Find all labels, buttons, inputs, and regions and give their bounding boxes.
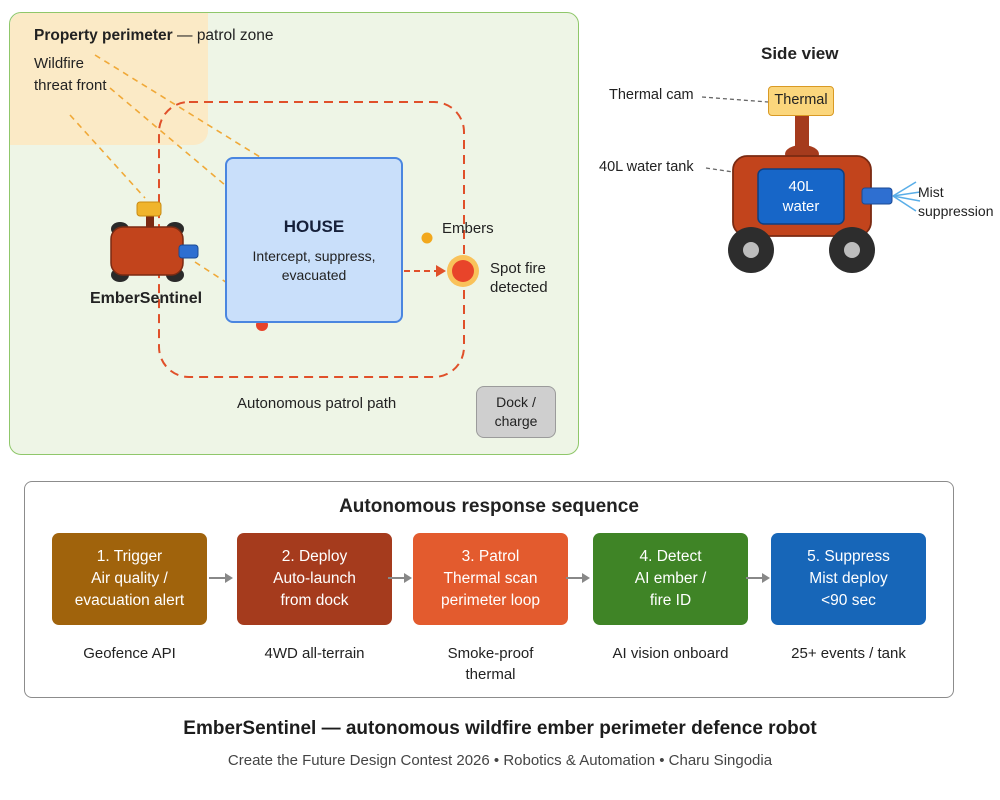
camera-mast: [795, 116, 809, 152]
threat-front-label: Wildfire threat front: [34, 55, 107, 94]
step-detect-note: AI vision onboard: [612, 645, 729, 662]
threat-ray: [194, 261, 239, 291]
thermal-camera: Thermal: [768, 86, 834, 116]
thermal-cam-label: Thermal cam: [609, 87, 694, 103]
robot-label: EmberSentinel: [90, 290, 203, 307]
robot-side-view: [701, 96, 921, 273]
robot-top-view: [110, 201, 199, 282]
spot-fire-icon: [452, 260, 474, 282]
house-title: HOUSE: [283, 217, 345, 236]
sequence-arrow-icon: [566, 573, 590, 583]
perimeter-heading: Property perimeter — patrol zone: [34, 27, 274, 45]
thermal-camera-icon: [136, 201, 162, 217]
side-view-title: Side view: [761, 44, 839, 63]
perimeter-subtitle: — patrol zone: [172, 27, 274, 44]
sequence-title: Autonomous response sequence: [339, 496, 639, 517]
threat-ray: [109, 87, 226, 186]
mist-nozzle: [861, 187, 893, 205]
threat-ray: [94, 54, 261, 158]
front-wheel-hub: [844, 242, 860, 258]
sensor-mast: [146, 212, 154, 234]
water-tank: [757, 168, 845, 225]
thermal-cam-callout-line: [701, 96, 769, 103]
step-trigger-note: Geofence API: [83, 645, 176, 662]
spot-fire-label: Spot fire detected: [490, 260, 548, 296]
rear-wheel-hub: [743, 242, 759, 258]
footer-subtitle: Create the Future Design Contest 2026 • …: [227, 752, 773, 769]
detection-arrow-head: [436, 265, 446, 277]
step-suppress-note: 25+ events / tank: [791, 645, 906, 662]
threat-ray: [69, 114, 146, 199]
step-patrol-note: Smoke-proof thermal: [447, 645, 534, 683]
footer-title: EmberSentinel — autonomous wildfire embe…: [183, 718, 817, 739]
threat-rays: [69, 54, 261, 291]
embers-label: Embers: [442, 220, 494, 237]
site-map-drawing: [69, 54, 479, 378]
tank-capacity-label: 40L water: [782, 178, 820, 215]
step-deploy: 2. Deploy Auto-launch from dock: [237, 533, 392, 625]
ember-particle: [421, 232, 433, 244]
sequence-arrow-icon: [388, 573, 412, 583]
step-deploy-note: 4WD all-terrain: [264, 645, 365, 662]
mist-spray-icon: [892, 181, 921, 212]
house-description: Intercept, suppress, evacuated: [252, 248, 376, 283]
wildfire-threat-zone: [10, 13, 208, 145]
dock-charge-station: Dock / charge: [476, 386, 556, 438]
step-patrol: 3. Patrol Thermal scan perimeter loop: [413, 533, 568, 625]
mist-suppression-label: Mist suppression: [918, 184, 994, 219]
robot-body: [110, 226, 184, 276]
water-tank-label: 40L water tank: [599, 159, 694, 175]
step-detect: 4. Detect AI ember / fire ID: [593, 533, 748, 625]
mist-nozzle-icon: [178, 244, 199, 259]
patrol-path-label: Autonomous patrol path: [237, 395, 397, 412]
sequence-arrow-icon: [746, 573, 770, 583]
house: HOUSE Intercept, suppress, evacuated: [225, 157, 403, 323]
step-trigger: 1. Trigger Air quality / evacuation aler…: [52, 533, 207, 625]
perimeter-title: Property perimeter: [34, 27, 173, 44]
step-suppress: 5. Suppress Mist deploy <90 sec: [771, 533, 926, 625]
sequence-arrow-icon: [209, 573, 233, 583]
